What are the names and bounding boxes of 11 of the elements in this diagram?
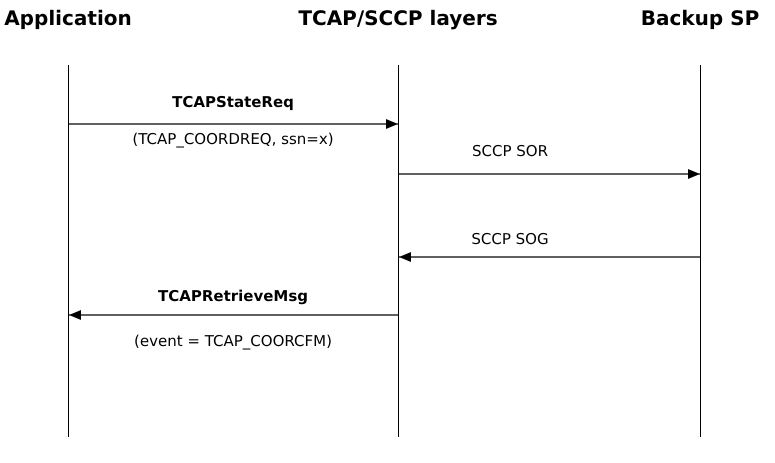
message-arrow bbox=[69, 310, 398, 320]
message-label: TCAPStateReq bbox=[170, 93, 296, 111]
participant-heading: Application bbox=[3, 6, 133, 30]
message-label: TCAPRetrieveMsg bbox=[156, 287, 310, 305]
participant-heading: TCAP/SCCP layers bbox=[297, 6, 499, 30]
message-arrow bbox=[69, 119, 398, 129]
message-parameters: (event = TCAP_COORCFM) bbox=[134, 332, 332, 350]
message-arrow bbox=[399, 252, 700, 262]
message-arrow bbox=[399, 169, 700, 179]
participant-heading: Backup SP bbox=[640, 6, 760, 30]
message-parameters: (TCAP_COORDREQ, ssn=x) bbox=[132, 130, 334, 148]
